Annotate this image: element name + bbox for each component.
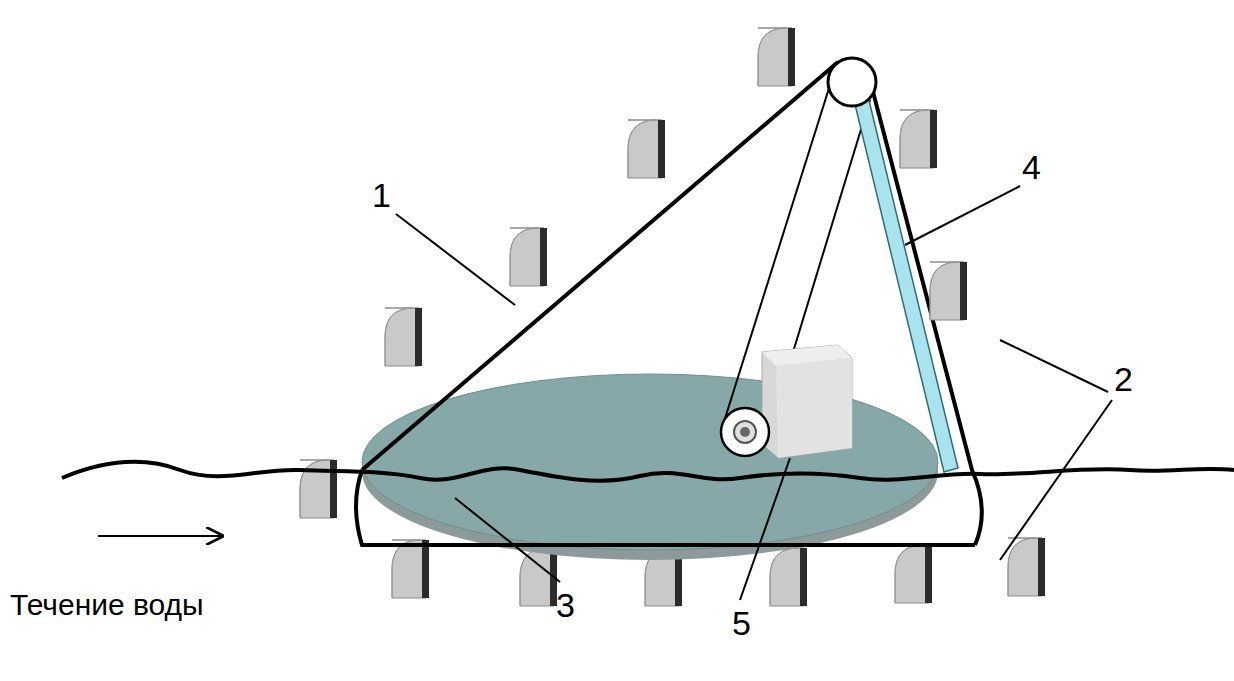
callout-number: 5 bbox=[732, 606, 751, 640]
callout-number: 2 bbox=[1114, 362, 1133, 396]
motor-pulley bbox=[721, 408, 769, 456]
leader-lines bbox=[396, 186, 1112, 600]
flow-label: Течение воды bbox=[10, 590, 204, 620]
callout-number: 3 bbox=[556, 588, 575, 622]
flow-arrow bbox=[98, 535, 222, 537]
paddles-top bbox=[300, 28, 967, 518]
support-rod bbox=[852, 88, 958, 472]
callout-number: 4 bbox=[1022, 150, 1041, 184]
top-pulley bbox=[828, 58, 876, 106]
callout-number: 1 bbox=[372, 178, 391, 212]
motor-block bbox=[762, 345, 852, 458]
